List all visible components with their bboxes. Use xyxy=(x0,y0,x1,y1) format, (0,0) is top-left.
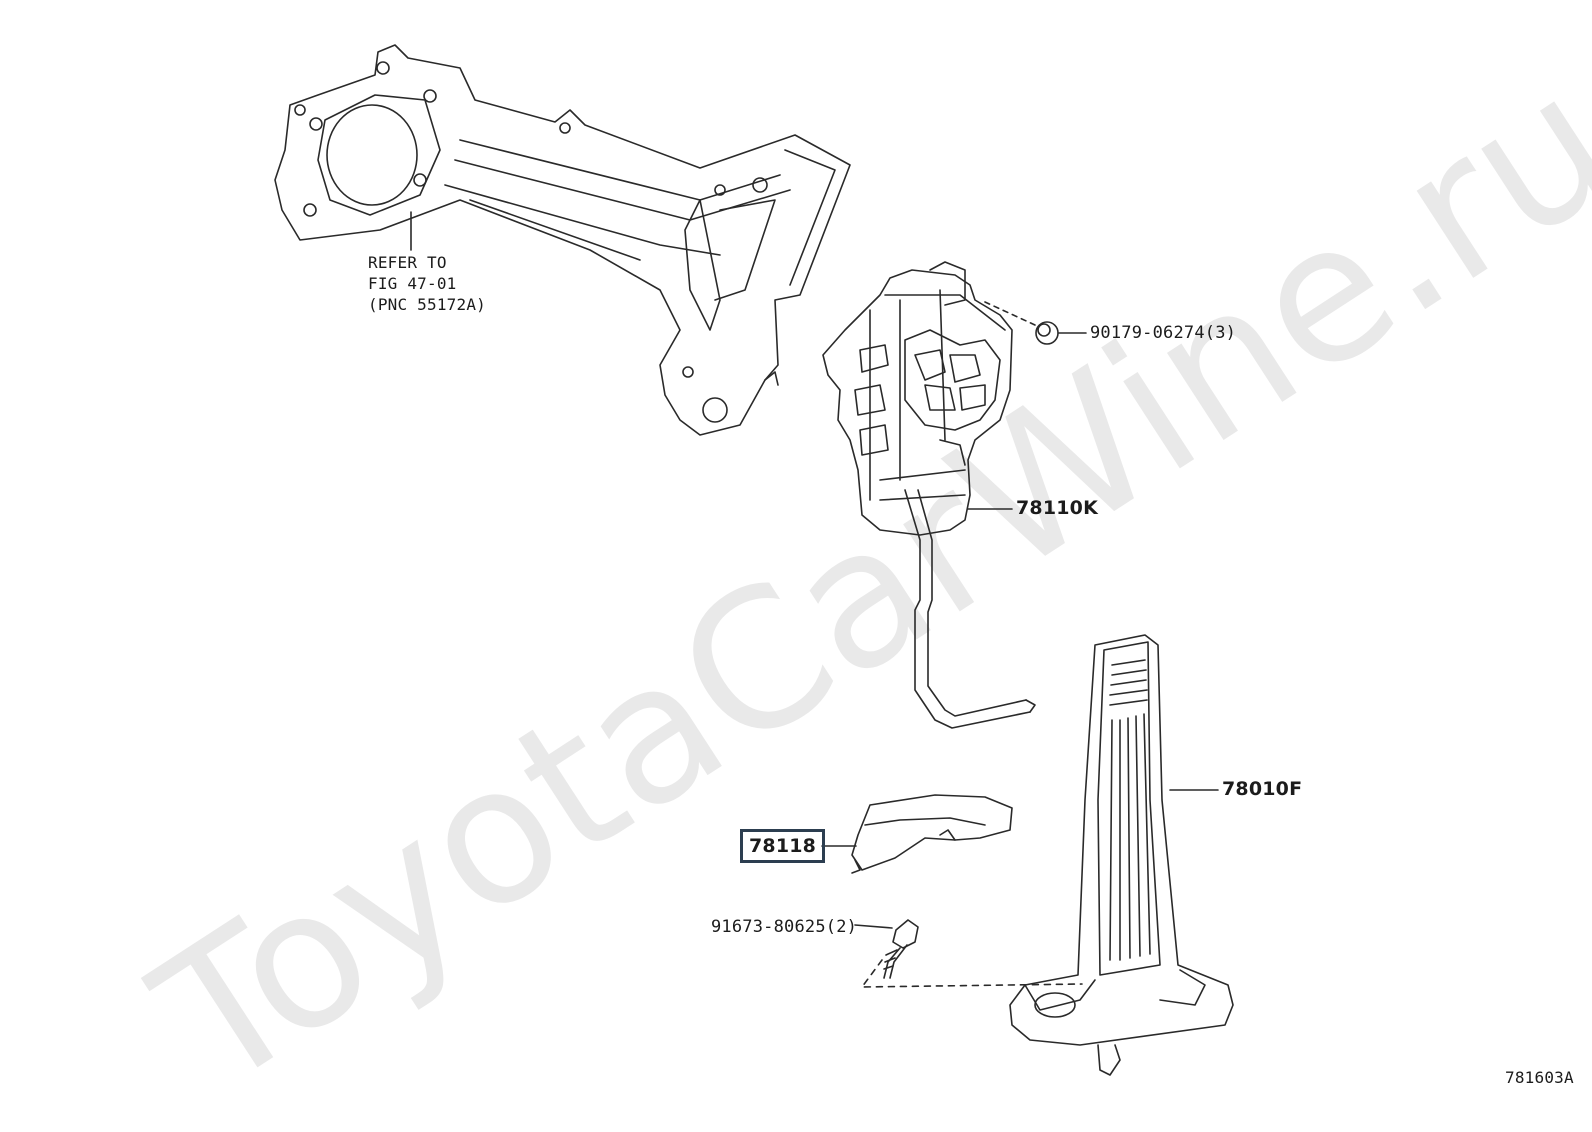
nut-part xyxy=(1035,321,1059,345)
nut-dashed-line xyxy=(984,301,1036,326)
bracket-assembly xyxy=(274,44,851,436)
bolt-part-number[interactable]: 91673-80625(2) xyxy=(711,917,858,937)
refer-note: REFER TO FIG 47-01 (PNC 55172A) xyxy=(368,252,486,315)
figure-number: 781603A xyxy=(1505,1068,1574,1087)
refer-note-line-3: (PNC 55172A) xyxy=(368,295,486,314)
parts-diagram xyxy=(274,44,1234,1076)
pedal-arm-part-number[interactable]: 78110K xyxy=(1016,497,1099,519)
bolt-leader-line xyxy=(854,924,893,929)
pedal-arm-assembly xyxy=(822,261,1036,729)
pedal-pad-assembly xyxy=(1009,634,1234,1076)
bolt-dashed-line xyxy=(861,959,1083,988)
refer-note-line-2: FIG 47-01 xyxy=(368,274,457,293)
cover-part xyxy=(851,794,1013,874)
bolt-part xyxy=(883,919,919,979)
pedal-pad-part-number[interactable]: 78010F xyxy=(1222,778,1303,800)
refer-note-line-1: REFER TO xyxy=(368,253,447,272)
nut-part-number[interactable]: 90179-06274(3) xyxy=(1090,323,1237,343)
cover-part-number[interactable]: 78118 xyxy=(740,829,826,863)
